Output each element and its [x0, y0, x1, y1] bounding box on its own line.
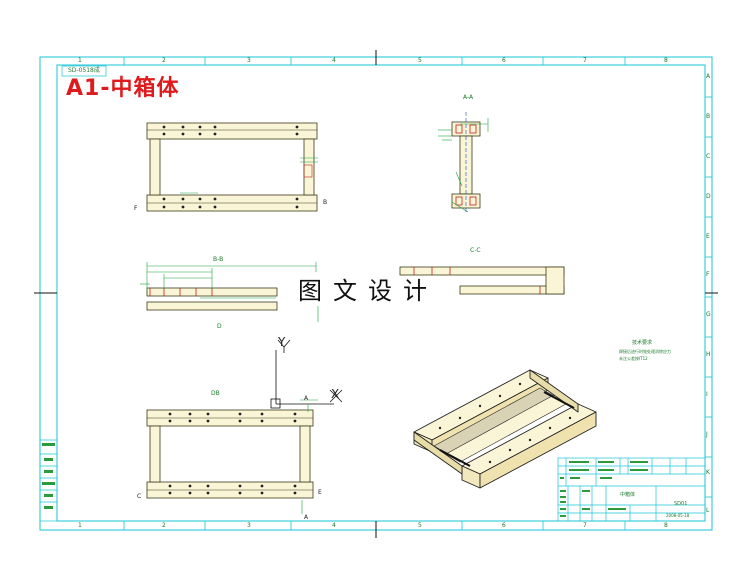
zone-number: 5: [418, 522, 422, 529]
section-cc-marks: [413, 267, 541, 294]
zone-letter: D: [706, 193, 711, 200]
bottom-view-dims: [300, 399, 318, 514]
title-block-code: SD01: [674, 501, 688, 507]
zone-number: 4: [332, 57, 336, 64]
zone-number: 7: [583, 57, 587, 64]
zone-letter: G: [706, 311, 711, 318]
zone-number: 8: [664, 522, 668, 529]
marker-e-label: E: [318, 489, 322, 496]
bottom-view-holes: [168, 412, 297, 495]
drawing-stamp: SD-0518成: [68, 67, 100, 74]
title-block-date: 2008-05-18: [666, 513, 690, 518]
view-db-label: DB: [211, 390, 220, 397]
zone-number: 8: [664, 57, 668, 64]
zone-letter: I: [706, 391, 708, 398]
stamp-box: [61, 65, 107, 77]
section-cc: [399, 266, 565, 295]
zone-number: 1: [78, 57, 82, 64]
section-aa-dims: [438, 118, 489, 213]
section-cc-label: C-C: [470, 247, 481, 254]
zone-letter: H: [706, 351, 711, 358]
isometric-view: [413, 369, 597, 489]
notes-line-2: 未注公差按IT12: [619, 356, 648, 361]
zone-number: 7: [583, 522, 587, 529]
marker-b-label: B: [323, 199, 328, 206]
zone-number: 4: [332, 522, 336, 529]
zone-number: 3: [247, 522, 251, 529]
notes-line-1: 焊接后进行时效处理消除应力: [619, 349, 671, 354]
marker-c-label: C: [137, 493, 142, 500]
title-block-name: 中箱体: [620, 492, 636, 498]
zone-number: 6: [502, 522, 506, 529]
marker-a-label: A: [304, 395, 309, 402]
section-bb-label: B-B: [213, 256, 224, 263]
watermark-text: 图文设计: [298, 277, 438, 305]
isometric-ribs: [439, 391, 575, 467]
top-view-holes: [162, 125, 299, 209]
section-aa: [451, 121, 481, 209]
zone-number: 6: [502, 57, 506, 64]
section-bb-dims: [140, 262, 319, 322]
top-view-dims: [180, 157, 318, 194]
axis-x-label: X: [331, 387, 340, 401]
zone-number: 2: [162, 57, 166, 64]
ucs-axes: [270, 339, 343, 409]
notes-heading: 技术要求: [632, 340, 653, 346]
isometric-holes: [438, 382, 572, 464]
title-block-cells: [560, 461, 648, 517]
side-table-cells: [42, 443, 55, 509]
view-d-label: D: [217, 323, 222, 330]
zone-letter: E: [706, 233, 710, 240]
zone-number: 2: [162, 522, 166, 529]
zone-number: 1: [78, 522, 82, 529]
zone-number: 5: [418, 57, 422, 64]
bottom-view-frame: [146, 409, 314, 499]
section-aa-hatch: [455, 124, 477, 206]
zone-letter: L: [706, 507, 710, 514]
side-table: [39, 439, 58, 522]
axis-y-label: Y: [278, 335, 286, 349]
zone-letter: J: [706, 431, 708, 438]
centering-marks: [34, 50, 718, 538]
section-aa-label: A-A: [463, 94, 474, 101]
top-view-frame: [146, 122, 318, 212]
zone-letter: C: [706, 153, 711, 160]
marker-a-label-bottom: A: [304, 514, 309, 521]
zone-letter: F: [706, 271, 710, 278]
marker-f-label: F: [134, 205, 138, 212]
zone-number: 3: [247, 57, 251, 64]
zone-letter: B: [706, 113, 711, 120]
drawing-title: A1-中箱体: [66, 76, 180, 101]
title-block: [557, 457, 706, 522]
zone-letter: A: [706, 73, 711, 80]
zone-letter: K: [706, 469, 710, 476]
